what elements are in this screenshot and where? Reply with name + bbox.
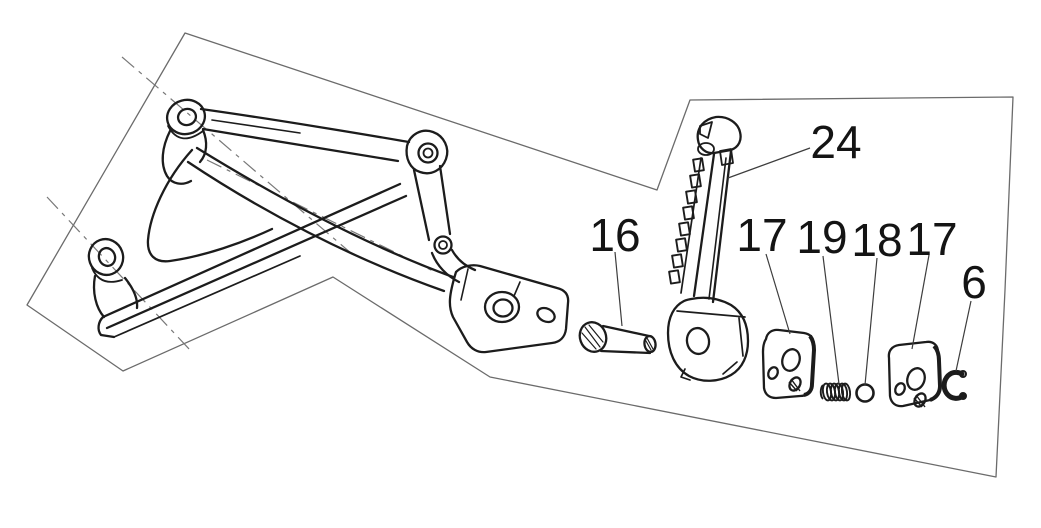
footpeg-base xyxy=(666,296,750,382)
bracket-upper-arm xyxy=(199,107,411,163)
leader-18 xyxy=(864,257,878,386)
footpeg-shaft xyxy=(680,149,733,304)
spring-part-drawing xyxy=(819,382,852,402)
bracket-diagonal-member xyxy=(186,146,455,293)
centerline-arm xyxy=(206,159,436,273)
callout-labels: 24 16 17 19 18 17 6 xyxy=(589,116,986,308)
callout-leader-lines xyxy=(614,147,972,386)
bracket-upper-bushing xyxy=(161,98,208,185)
callout-label-16: 16 xyxy=(589,209,640,261)
pin-head-hatching xyxy=(581,324,604,350)
callout-label-17-left: 17 xyxy=(736,209,787,261)
pin-end-hatching xyxy=(645,337,654,351)
footpeg-serration-teeth xyxy=(668,157,705,285)
footpeg-part-drawing xyxy=(666,115,750,382)
footpeg-cap xyxy=(696,115,742,155)
callout-label-19: 19 xyxy=(796,211,847,263)
bracket-vertical-link xyxy=(412,164,477,284)
eclip-part-drawing xyxy=(941,369,967,401)
diagram-frame-outline xyxy=(26,32,1014,478)
bracket-top-lug xyxy=(405,129,449,175)
bracket-lower-bushing xyxy=(87,237,139,319)
callout-label-6: 6 xyxy=(961,256,987,308)
callout-label-18: 18 xyxy=(851,214,902,266)
ball-part-drawing xyxy=(855,383,875,403)
callout-label-24: 24 xyxy=(810,116,861,168)
leader-17-right xyxy=(911,254,930,350)
centerline-dashdot-lines xyxy=(46,56,436,351)
bracket-lower-beam xyxy=(97,182,408,339)
leader-17-left xyxy=(765,253,791,335)
centerline-lower-bushing xyxy=(46,196,191,351)
bracket-clamp-plate xyxy=(448,264,570,354)
plate-part-drawing-left xyxy=(761,328,816,400)
pin-part-drawing xyxy=(578,321,657,355)
bracket-left-web xyxy=(146,148,274,263)
centerline-upper-bushing xyxy=(121,56,353,255)
plate-part-drawing-right xyxy=(887,340,942,408)
bracket-part-drawing xyxy=(87,98,570,354)
leader-6 xyxy=(955,300,972,372)
callout-label-17-right: 17 xyxy=(906,213,957,265)
leader-24 xyxy=(727,147,811,179)
leader-19 xyxy=(822,255,840,385)
leader-16 xyxy=(614,251,623,327)
